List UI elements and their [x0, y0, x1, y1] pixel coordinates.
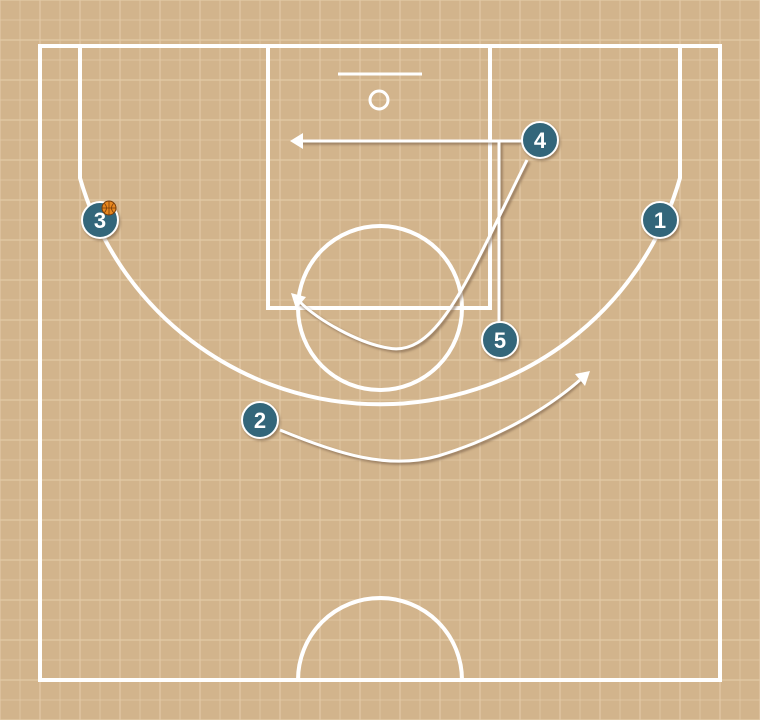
free-throw-circle: [296, 224, 464, 392]
player-label: 3: [94, 208, 106, 233]
player-label: 1: [654, 208, 666, 233]
player-label: 2: [254, 408, 266, 433]
center-circle: [296, 596, 464, 681]
play-actions: [279, 133, 590, 465]
player-label: 5: [494, 328, 506, 353]
paint-lane: [266, 44, 492, 310]
player-label: 4: [534, 128, 547, 153]
arrowhead-icon: [291, 293, 306, 309]
arrowhead-icon: [290, 133, 303, 149]
three-point-line: [78, 46, 682, 407]
players: 1 2 3 4: [81, 121, 681, 441]
player-1[interactable]: 1: [641, 201, 681, 241]
cut-path-4: [298, 159, 529, 351]
rim: [368, 89, 390, 111]
player-4[interactable]: 4: [521, 121, 561, 161]
player-5[interactable]: 5: [481, 321, 521, 361]
player-2[interactable]: 2: [241, 401, 281, 441]
arrowhead-icon: [575, 371, 590, 386]
basketball-icon: [101, 200, 117, 216]
player-3[interactable]: 3: [81, 200, 121, 241]
cut-path-2: [279, 378, 581, 463]
court-markings: [38, 44, 722, 682]
